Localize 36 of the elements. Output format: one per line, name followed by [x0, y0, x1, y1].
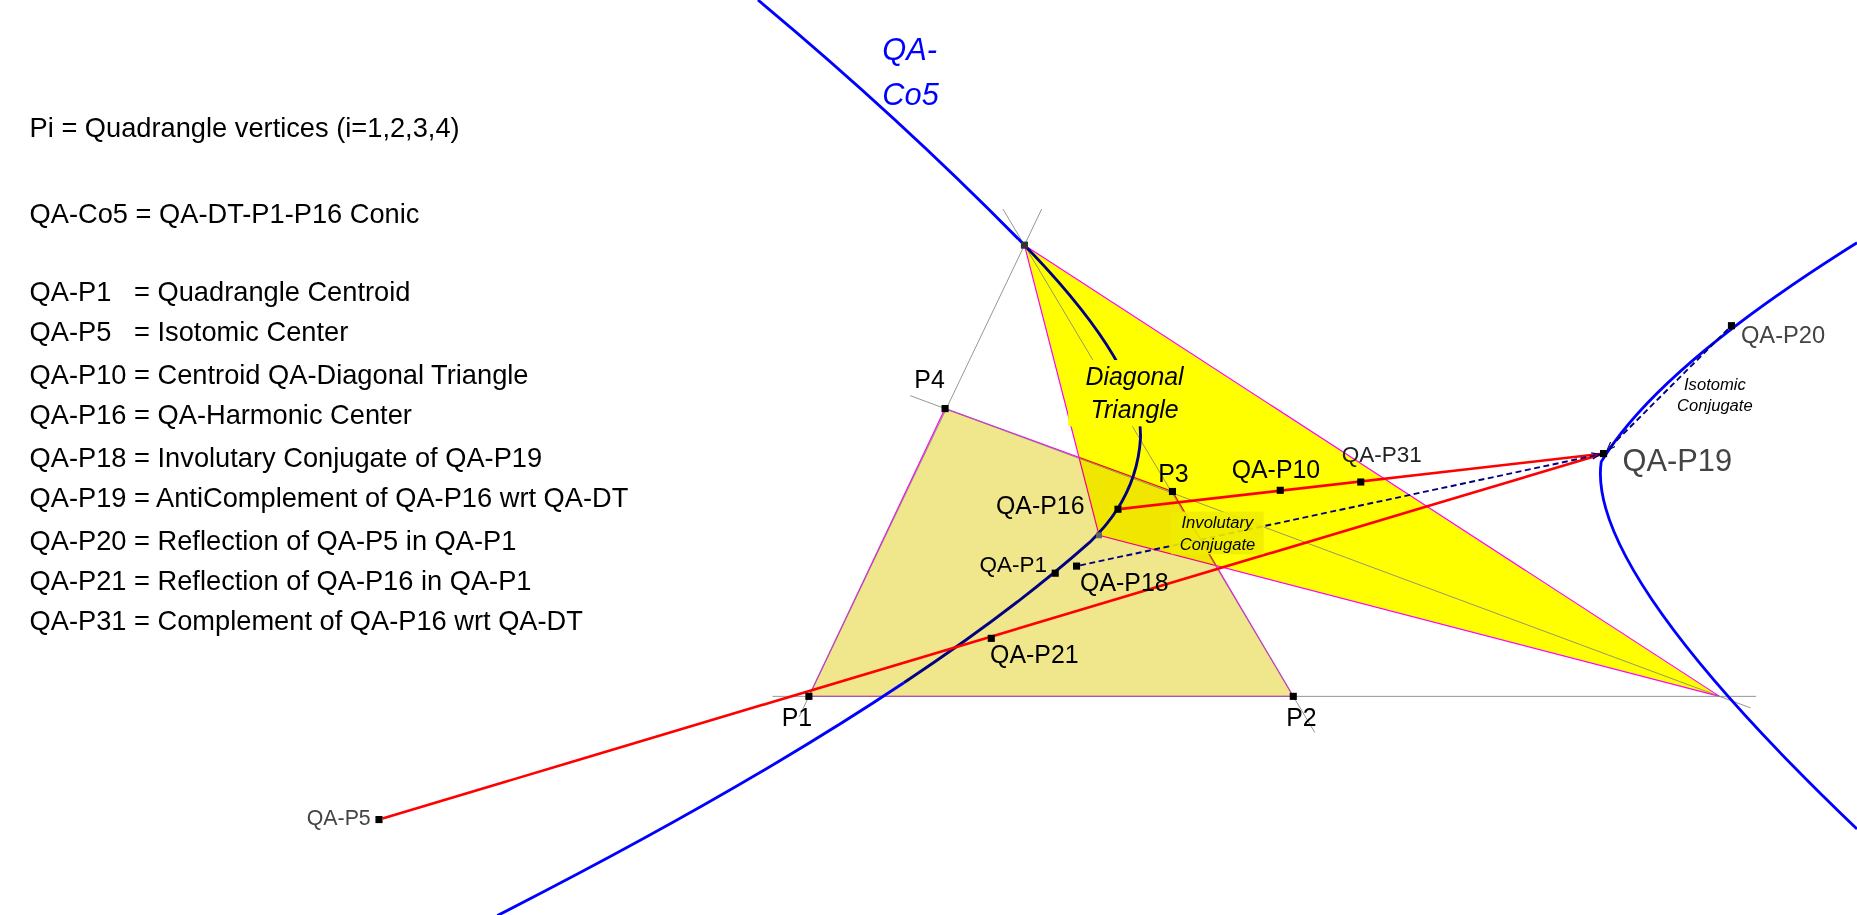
point-label: P1: [781, 703, 813, 733]
point-marker: [1600, 450, 1608, 458]
point-marker: [375, 816, 383, 824]
definition-text: QA-P20 = Reflection of QA-P5 in QA-P1: [29, 524, 517, 556]
edge-label: Isotomic Conjugate: [1676, 373, 1754, 417]
point-marker: [1727, 322, 1735, 330]
point-label: P4: [914, 365, 945, 395]
point-label: QA-P21: [990, 640, 1079, 670]
point-label: QA-P31: [1341, 441, 1422, 468]
curve-label: QA-Co5: [882, 31, 940, 115]
definition-text: QA-P19 = AntiComplement of QA-P16 wrt QA-DT: [29, 482, 629, 514]
point-marker: [1073, 562, 1081, 570]
point-label: QA-P5: [306, 805, 371, 831]
point-label: QA-P16: [996, 491, 1085, 521]
definition-text: QA-P16 = QA-Harmonic Center: [29, 399, 412, 431]
point-label: QA-P20: [1740, 321, 1826, 349]
point-marker: [1114, 505, 1122, 513]
definition-text: QA-P18 = Involutary Conjugate of QA-P19: [29, 441, 543, 474]
definition-text: QA-P21 = Reflection of QA-P16 in QA-P1: [29, 564, 532, 597]
region-label: Diagonal Triangle: [1068, 360, 1201, 427]
line-segment: [382, 453, 1601, 820]
definition-text: QA-P1 = Quadrangle Centroid: [29, 275, 411, 308]
point-label: P3: [1158, 459, 1189, 489]
definition-text: QA-P5 = Isotomic Center: [29, 316, 349, 348]
dashed-arrow: [1606, 328, 1729, 451]
definition-text: QA-P10 = Centroid QA-Diagonal Triangle: [29, 358, 529, 391]
point-label: QA-P19: [1622, 444, 1733, 480]
definition-text: Pi = Quadrangle vertices (i=1,2,3,4): [29, 112, 460, 144]
edge-label: Involutary Conjugate: [1171, 511, 1264, 555]
definition-text: QA-Co5 = QA-DT-P1-P16 Conic: [29, 197, 420, 230]
point-label: QA-P1: [979, 551, 1047, 578]
line-segment: [1121, 452, 1601, 511]
definition-text: QA-P31 = Complement of QA-P16 wrt QA-DT: [29, 605, 583, 637]
point-label: P2: [1286, 703, 1317, 733]
point-label: QA-P18: [1080, 568, 1169, 598]
point-label: QA-P10: [1231, 455, 1321, 485]
